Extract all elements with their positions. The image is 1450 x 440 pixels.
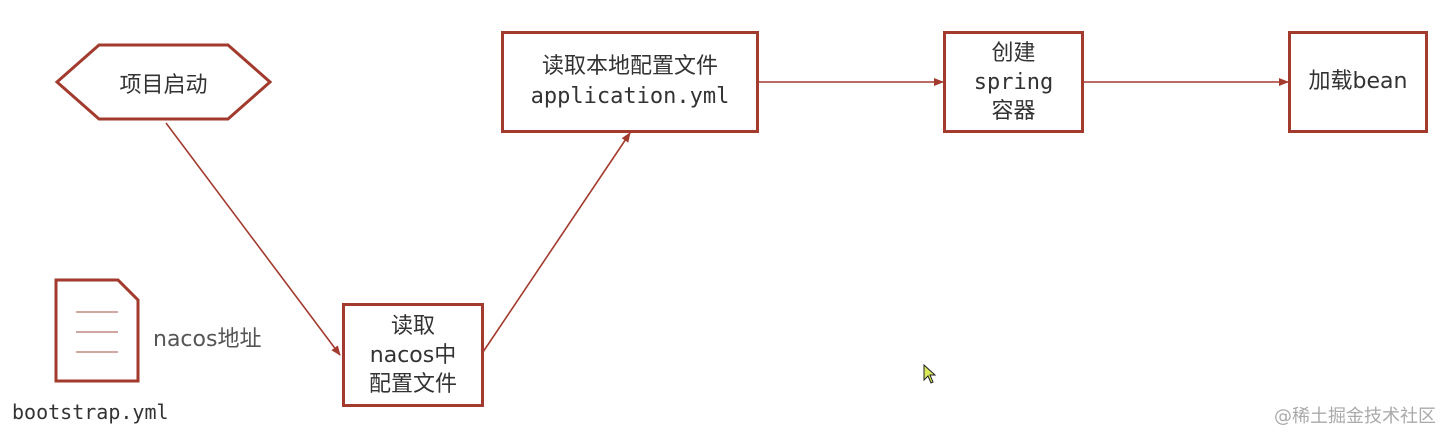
read-nacos-line1: 读取 [390, 313, 435, 339]
read-nacos-config-node: 读取 nacos中 配置文件 [342, 303, 484, 407]
watermark-text: @稀土掘金技术社区 [1274, 406, 1436, 427]
arrow-start-to-read-nacos [165, 122, 341, 356]
read-nacos-line2: nacos中 [369, 342, 457, 368]
mouse-cursor-icon [923, 364, 937, 384]
read-local-config-node: 读取本地配置文件 application.yml [501, 31, 759, 133]
create-container-node: 创建 spring 容器 [943, 31, 1084, 133]
read-nacos-line3: 配置文件 [368, 371, 457, 397]
read-local-config-line1: 读取本地配置文件 [541, 54, 718, 79]
nacos-address-label: nacos地址 [153, 327, 262, 352]
load-bean-label: 加载bean [1308, 69, 1408, 94]
document-icon [54, 278, 140, 383]
create-container-line2: spring [973, 69, 1054, 95]
create-container-line1: 创建 [991, 40, 1036, 66]
arrow-read-nacos-to-read-local [482, 132, 631, 353]
create-container-line3: 容器 [991, 98, 1036, 124]
start-hexagon [54, 43, 273, 121]
bootstrap-filename-label: bootstrap.yml [12, 400, 169, 424]
load-bean-node: 加载bean [1288, 31, 1428, 133]
start-node-label: 项目启动 [119, 73, 208, 98]
read-local-config-line2: application.yml [530, 84, 730, 109]
